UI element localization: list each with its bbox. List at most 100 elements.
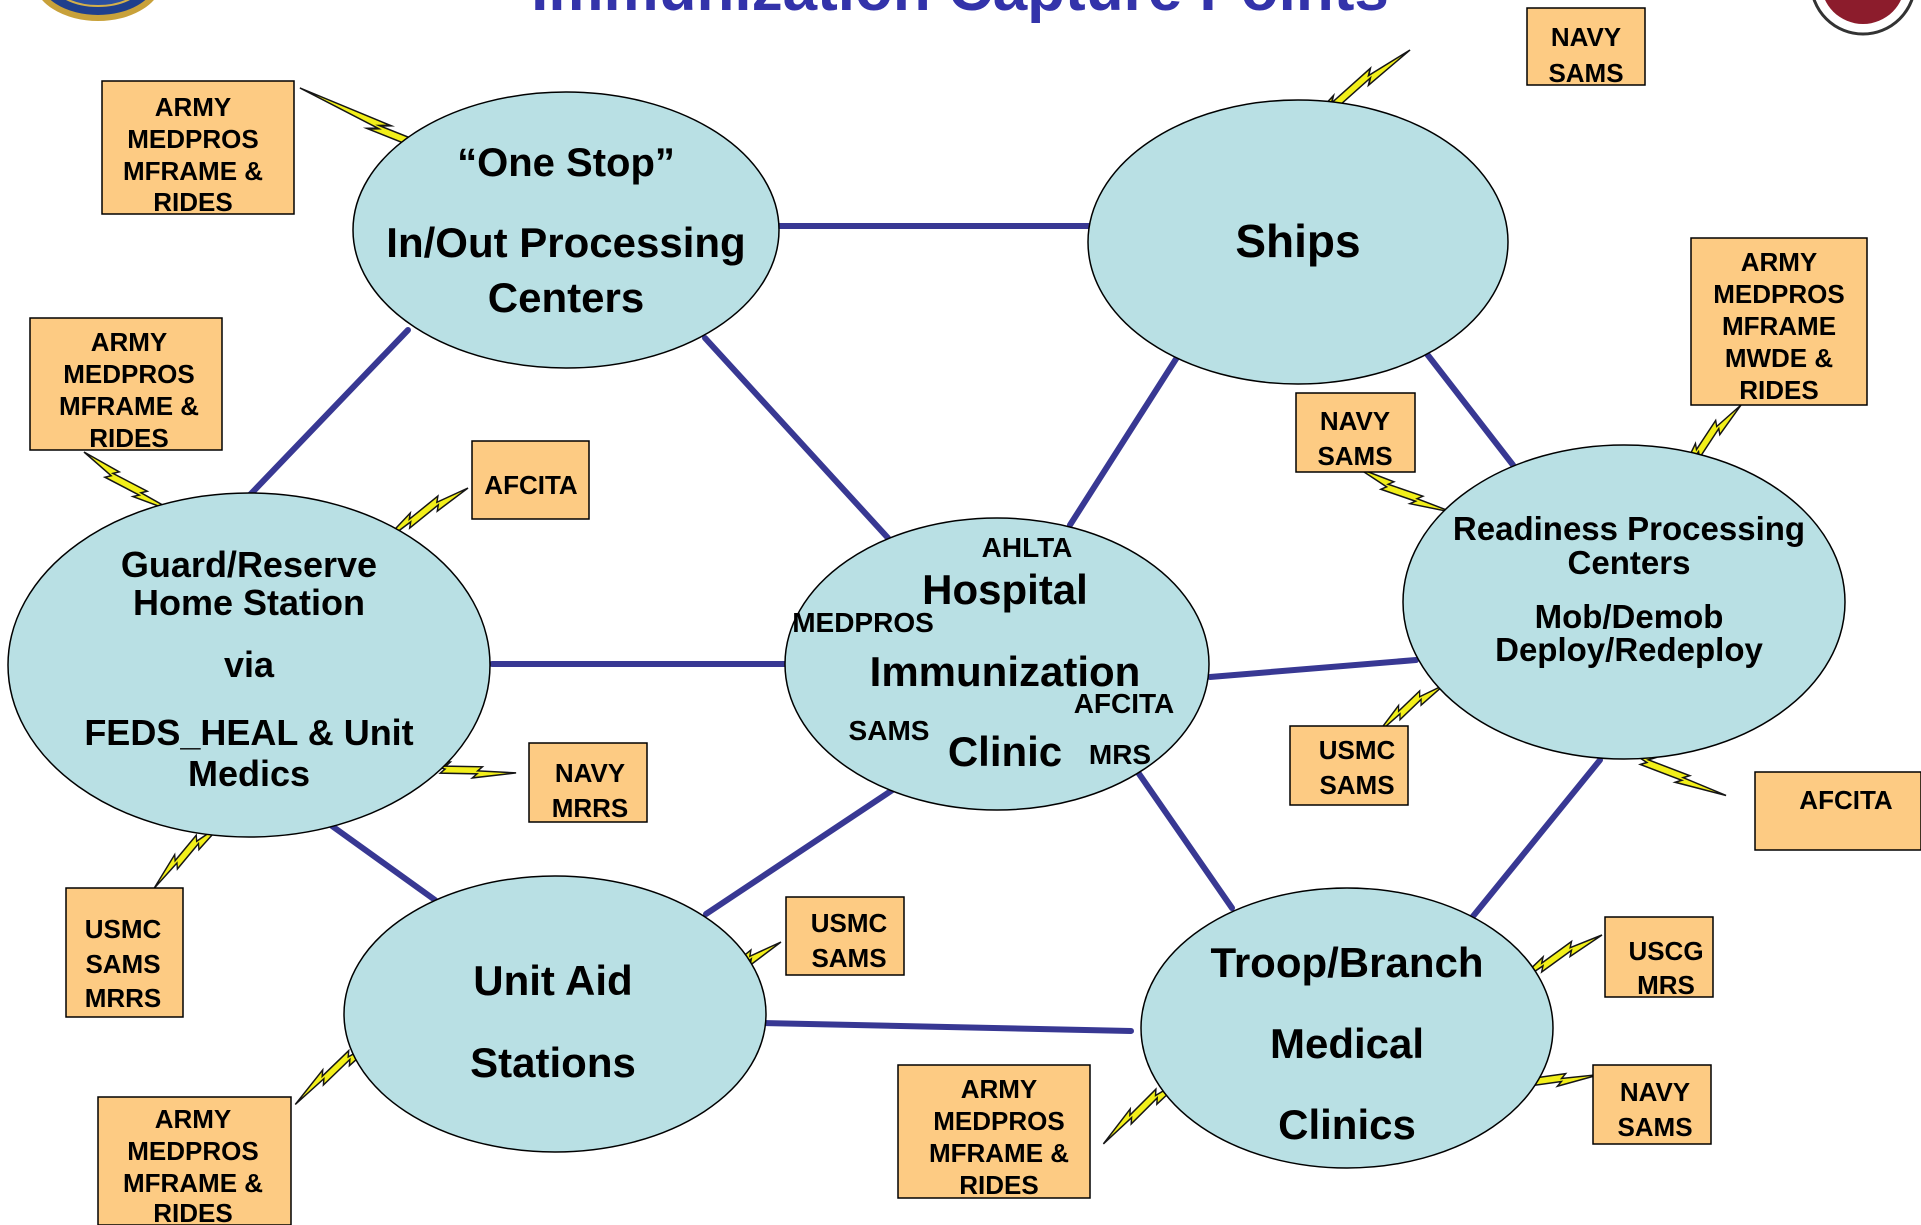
system-box-troop-uscg: USCG MRS (1604, 916, 1714, 1000)
box-line: RIDES (1739, 375, 1818, 405)
box-line: MFRAME & (123, 156, 263, 186)
node-line: Ships (1235, 215, 1360, 267)
node-hospital: Hospital Immunization Clinic AHLTA MEDPR… (784, 517, 1210, 811)
node-line: Medical (1270, 1020, 1424, 1067)
right-logo (1812, 0, 1914, 36)
edge-ships-hospital (1067, 345, 1186, 528)
edge-hospital-unitaid (703, 782, 903, 917)
system-box-readiness-navy: NAVY SAMS (1295, 392, 1416, 473)
box-line: NAVY (1620, 1077, 1690, 1107)
node-line: Home Station (133, 582, 365, 623)
system-label: AFCITA (1074, 688, 1175, 719)
box-line: USMC (85, 914, 162, 944)
box-line: AFCITA (1799, 785, 1893, 815)
box-line: ARMY (155, 1104, 232, 1134)
node-line: Stations (470, 1039, 636, 1086)
box-line: NAVY (1551, 22, 1621, 52)
box-line: MEDPROS (127, 124, 258, 154)
node-ships: Ships (1087, 99, 1509, 385)
left-logo (42, 0, 154, 21)
edge-guard-unitaid (329, 823, 438, 903)
node-troop: Troop/Branch Medical Clinics (1140, 887, 1554, 1169)
node-line: “One Stop” (457, 141, 675, 185)
system-box-ships-navy: NAVY SAMS (1526, 7, 1646, 88)
system-box-unit-aid-army: ARMY MEDPROS MFRAME & RIDES (97, 1096, 292, 1225)
box-line: MWDE & (1725, 343, 1833, 373)
system-box-troop-army: ARMY MEDPROS MFRAME & RIDES (897, 1064, 1091, 1200)
system-label: SAMS (849, 715, 930, 746)
system-box-troop-navy: NAVY SAMS (1592, 1064, 1712, 1145)
system-box-readiness-army: ARMY MEDPROS MFRAME MWDE & RIDES (1690, 237, 1868, 406)
box-line: MRRS (552, 793, 629, 823)
system-box-unit-aid-usmc: USMC SAMS (785, 896, 905, 976)
box-line: ARMY (1741, 247, 1818, 277)
box-line: SAMS (85, 949, 160, 979)
box-line: AFCITA (484, 470, 578, 500)
box-line: ARMY (961, 1074, 1038, 1104)
node-line: Hospital (922, 566, 1088, 613)
node-one-stop: “One Stop” In/Out Processing Centers (352, 91, 780, 369)
edges (242, 223, 1603, 1034)
box-line: MEDPROS (63, 359, 194, 389)
node-line: Troop/Branch (1210, 939, 1483, 986)
node-guard: Guard/Reserve Home Station via FEDS_HEAL… (7, 492, 491, 838)
page-title: Immunization Capture Points (531, 0, 1389, 24)
system-box-readiness-usmc: USMC SAMS (1289, 725, 1409, 806)
node-line: In/Out Processing (386, 219, 745, 266)
node-line: FEDS_HEAL & Unit (84, 712, 413, 753)
box-line: MFRAME (1722, 311, 1836, 341)
box-line: SAMS (1319, 770, 1394, 800)
node-line: Clinic (948, 728, 1062, 775)
box-line: RIDES (153, 187, 232, 217)
edge-hospital-readiness (1207, 657, 1419, 680)
node-line: Medics (188, 753, 310, 794)
box-line: MFRAME & (929, 1138, 1069, 1168)
edge-unitaid-troop (759, 1020, 1134, 1034)
box-line: MEDPROS (933, 1106, 1064, 1136)
node-unit-aid: Unit Aid Stations (343, 875, 767, 1153)
edge-onestop-guard (242, 327, 411, 503)
box-line: ARMY (155, 92, 232, 122)
box-line: RIDES (89, 423, 168, 453)
node-line: Mob/Demob (1535, 598, 1724, 635)
box-line: SAMS (811, 943, 886, 973)
box-line: ARMY (91, 327, 168, 357)
box-line: USMC (811, 908, 888, 938)
node-line: Centers (488, 274, 644, 321)
system-label: MEDPROS (792, 607, 934, 638)
box-line: MRRS (85, 983, 162, 1013)
box-line: MFRAME & (59, 391, 199, 421)
system-box-readiness-afcita: AFCITA (1754, 771, 1921, 851)
node-line: Immunization (870, 648, 1141, 695)
box-line: MFRAME & (123, 1168, 263, 1198)
edge-onestop-hospital (702, 335, 891, 541)
box-line: MRS (1637, 970, 1695, 1000)
box-line: NAVY (555, 758, 625, 788)
box-line: USMC (1319, 735, 1396, 765)
edge-hospital-troop (1132, 765, 1235, 911)
system-box-guard-afcita: AFCITA (471, 440, 590, 520)
system-label: MRS (1089, 739, 1151, 770)
box-line: SAMS (1317, 441, 1392, 471)
edge-ships-readiness (1417, 342, 1516, 468)
box-line: NAVY (1320, 406, 1390, 436)
box-line: RIDES (959, 1170, 1038, 1200)
box-line: SAMS (1617, 1112, 1692, 1142)
node-line: Readiness Processing (1453, 510, 1805, 547)
system-box-guard-navy: NAVY MRRS (528, 742, 648, 823)
node-line: Clinics (1278, 1101, 1416, 1148)
edge-readiness-troop (1467, 757, 1603, 923)
node-line: Unit Aid (473, 957, 632, 1004)
system-box-one-stop-army: ARMY MEDPROS MFRAME & RIDES (101, 80, 295, 217)
node-line: Deploy/Redeploy (1495, 631, 1763, 668)
system-box-guard-usmc: USMC SAMS MRRS (65, 887, 184, 1018)
lightning-bolt-icon (1102, 1077, 1186, 1145)
box-line: MEDPROS (1713, 279, 1844, 309)
system-label: AHLTA (982, 532, 1073, 563)
box-line: USCG (1628, 936, 1703, 966)
box-line: SAMS (1548, 58, 1623, 88)
box-line: MEDPROS (127, 1136, 258, 1166)
node-readiness: Readiness Processing Centers Mob/Demob D… (1402, 444, 1846, 760)
system-box-guard-army: ARMY MEDPROS MFRAME & RIDES (29, 317, 223, 453)
box-line: RIDES (153, 1198, 232, 1225)
